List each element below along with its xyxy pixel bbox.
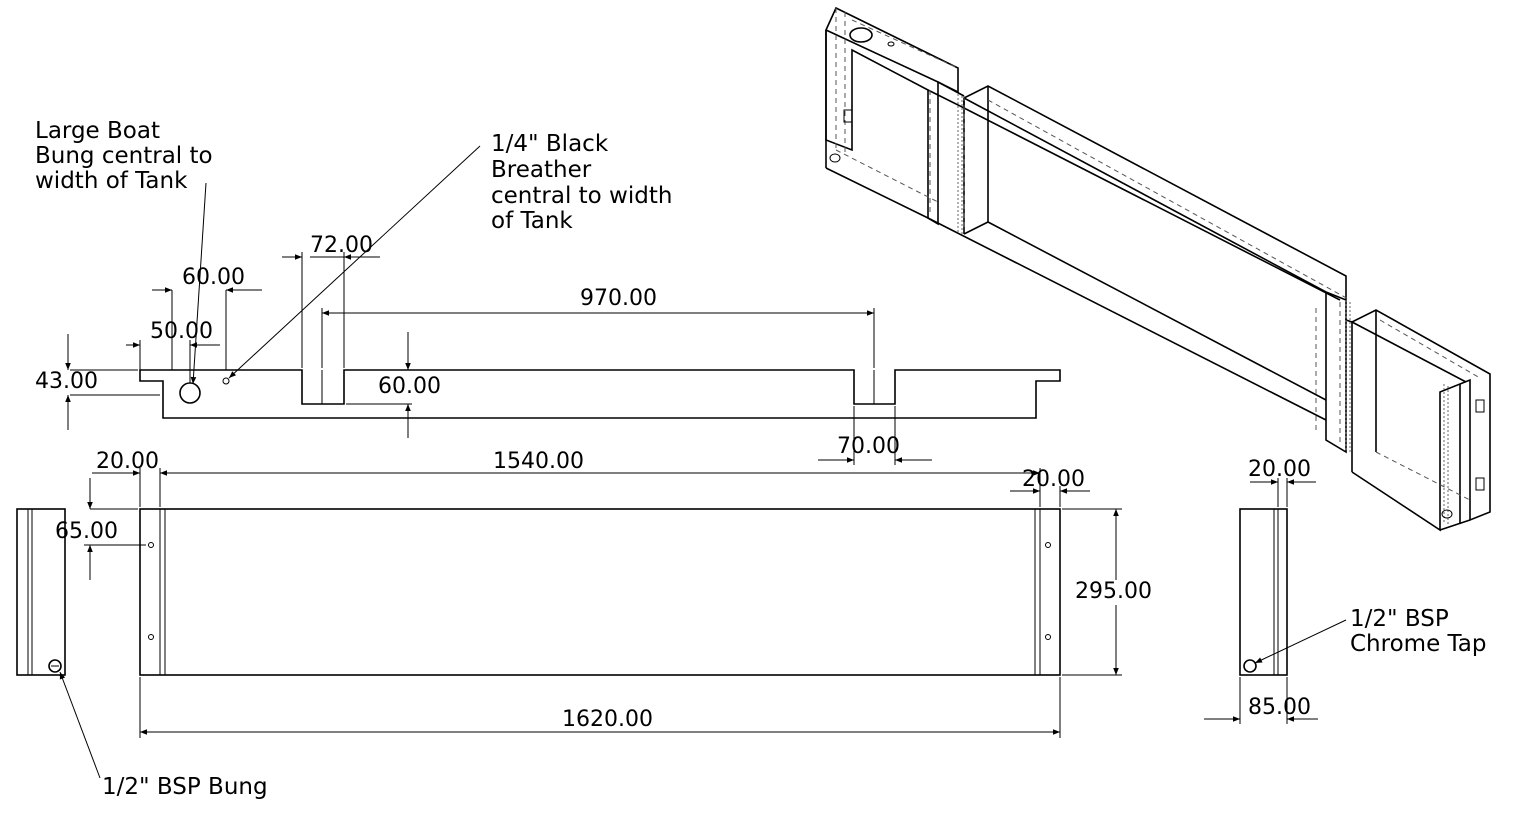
front-view-outline (139, 508, 1061, 676)
dim-20-side-label: 20.00 (1248, 457, 1311, 482)
dim-85-label: 85.00 (1248, 695, 1311, 720)
dim-70-label: 70.00 (837, 434, 900, 459)
iso-fixing-icon (1475, 477, 1485, 491)
dimension-20-side: 20.00 (1248, 457, 1316, 507)
fixing-hole-icon (1045, 542, 1051, 548)
left-end-view (16, 508, 66, 676)
dim-43-label: 43.00 (35, 369, 98, 394)
note-bung-line1: Large Boat (35, 118, 160, 144)
dim-1620-label: 1620.00 (562, 707, 653, 732)
dim-970-label: 970.00 (580, 286, 657, 311)
left-end-outline (16, 508, 66, 676)
chrome-tap-icon (1243, 659, 1257, 673)
note-large-boat-bung: Large Boat Bung central to width of Tank (35, 118, 213, 385)
note-bsp-bung: 1/2" BSP Bung (59, 671, 268, 800)
dimension-1540: 1540.00 (139, 449, 1061, 507)
note-bung-line3: width of Tank (35, 168, 188, 194)
dim-50-label: 50.00 (150, 319, 213, 344)
fixing-hole-icon (148, 634, 154, 640)
iso-fixing-icon (843, 109, 853, 123)
bsp-bung-icon (48, 659, 62, 673)
dimension-72: 72.00 (282, 233, 380, 368)
dimension-65: 65.00 (55, 478, 146, 580)
dim-72-label: 72.00 (310, 233, 373, 258)
note-tap-line1: 1/2" BSP (1350, 606, 1449, 632)
dim-60-slot-label: 60.00 (378, 374, 441, 399)
dim-20-left-label: 20.00 (96, 449, 159, 474)
dimension-60-slot: 60.00 (346, 332, 441, 438)
dim-295-label: 295.00 (1075, 579, 1152, 604)
note-chrome-tap: 1/2" BSP Chrome Tap (1254, 606, 1486, 664)
note-bsp-bung-text: 1/2" BSP Bung (102, 774, 268, 800)
note-breather-line3: central to width (491, 183, 672, 209)
right-end-view (1239, 508, 1288, 676)
dimension-85: 85.00 (1204, 677, 1318, 724)
dim-20-right-label: 20.00 (1022, 467, 1085, 492)
note-black-breather: 1/4" Black Breather central to width of … (228, 131, 672, 379)
iso-bsp-bung-icon (829, 153, 841, 163)
dimension-970: 970.00 (321, 286, 875, 368)
top-view-outline (139, 369, 1061, 419)
dimension-50: 50.00 (126, 319, 220, 383)
dim-60-hole-label: 60.00 (182, 265, 245, 290)
note-breather-line4: of Tank (491, 208, 573, 234)
iso-fixing-icon (1475, 399, 1485, 413)
dimension-20-right: 20.00 (1010, 467, 1090, 494)
fixing-hole-icon (1045, 634, 1051, 640)
dimension-295: 295.00 (1062, 508, 1152, 676)
isometric-view (825, 6, 1491, 532)
note-tap-line2: Chrome Tap (1350, 631, 1486, 657)
top-view (139, 369, 1061, 419)
front-view (139, 508, 1061, 676)
iso-bung-icon (849, 27, 873, 43)
dimension-20-left: 20.00 (92, 449, 159, 476)
dimension-43: 43.00 (35, 334, 160, 430)
note-bung-line2: Bung central to (35, 143, 213, 169)
note-breather-line2: Breather (491, 157, 592, 183)
right-end-outline (1239, 508, 1288, 676)
note-breather-line1: 1/4" Black (491, 131, 609, 157)
fixing-hole-icon (148, 542, 154, 548)
iso-tap-icon (1441, 509, 1453, 519)
large-boat-bung-hole (179, 382, 201, 404)
breather-hole (222, 377, 230, 385)
dimension-60-hole: 60.00 (152, 265, 262, 370)
dimension-70: 70.00 (818, 406, 932, 465)
dimension-1620: 1620.00 (139, 677, 1061, 738)
dim-65-label: 65.00 (55, 519, 118, 544)
dim-1540-label: 1540.00 (493, 449, 584, 474)
iso-breather-icon (887, 41, 895, 47)
